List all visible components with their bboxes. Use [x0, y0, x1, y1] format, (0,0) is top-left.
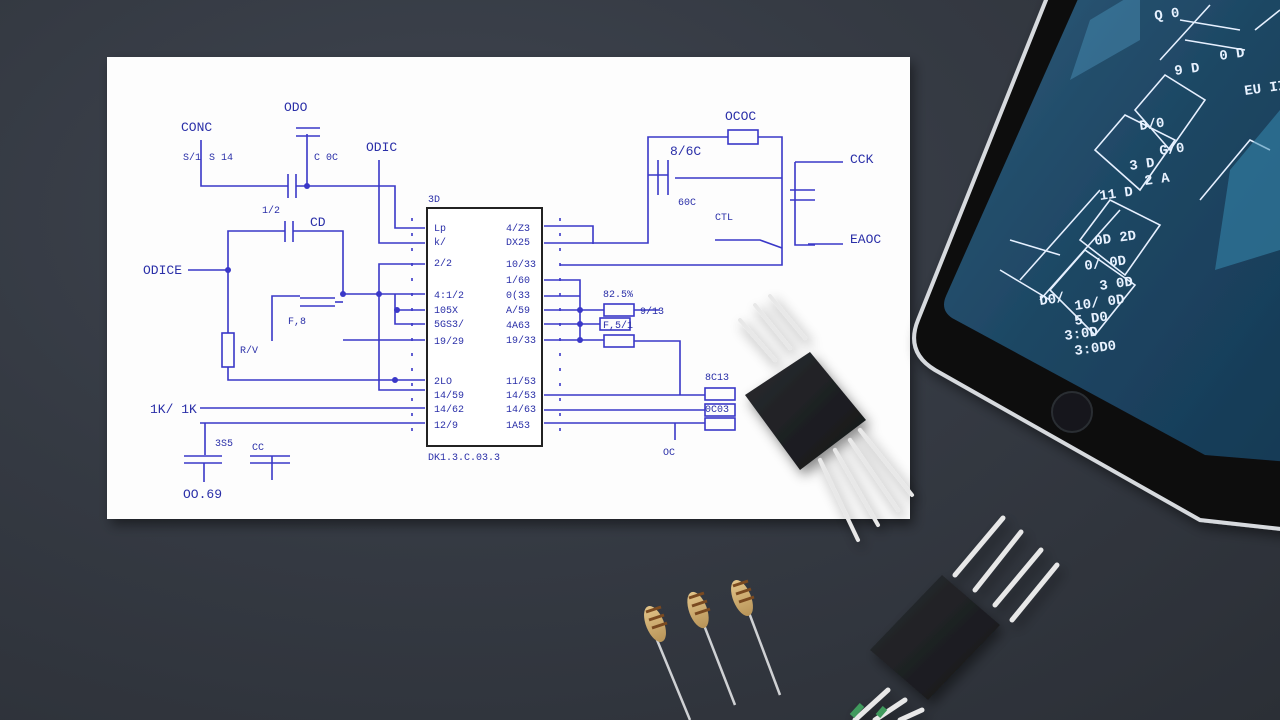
ic-pin-left-label: 105X	[434, 306, 458, 317]
label-rk: 1K/ 1K	[150, 402, 197, 417]
schematic-junctions	[225, 183, 583, 383]
ic-pin-left-label: 12/9	[434, 420, 458, 432]
tablet-home-button[interactable]	[1051, 391, 1093, 433]
tablet-schematic-label: 3 0D	[1098, 274, 1134, 295]
ic-pin-left-label: 4:1/2	[434, 290, 464, 302]
ic-pin-right-label: 14/63	[506, 404, 536, 416]
tablet-schematic-label: 11 D	[1098, 184, 1134, 205]
tablet-schematic-label: D0/	[1038, 291, 1065, 310]
tablet-side-panel	[1070, 0, 1280, 270]
tablet-schematic-label: 0D 2D	[1093, 228, 1137, 250]
label-conc: CONC	[181, 120, 212, 135]
tablet-labels: Q 0 9 D EU II D/0G/0 2 A 11 D 3 D 0D 2D 0/ 0D3 0…	[1038, 6, 1280, 360]
resistor-2	[687, 591, 737, 706]
label-cd: CD	[310, 215, 326, 230]
label-ock: 60C	[678, 198, 696, 209]
ic-pin-left-label: 5GS3/	[434, 319, 464, 331]
label-b60: 8/6C	[670, 144, 701, 159]
tablet-schematic-label: 3 D	[1128, 156, 1155, 175]
tablet-schematic-label: 3:0D0	[1073, 338, 1117, 360]
ic-label: 3D	[428, 195, 440, 206]
tablet-schematic-label: D/0	[1138, 116, 1165, 135]
transistor-chip-1	[738, 294, 914, 542]
ic-pins-left: Lp k/2/2 4:1/2 105X 5GS3/19/29 2LO 14/59 14/62 1…	[434, 224, 464, 432]
label-ocdc: OCOC	[725, 109, 756, 124]
ic-chip-outline	[426, 207, 543, 447]
label-ss: 3S5	[215, 439, 233, 450]
resistor-3	[731, 579, 782, 696]
resistor-1	[644, 605, 692, 720]
ic-pin-right-label: 4A63	[506, 321, 530, 332]
ic-pin-right-label: 11/53	[506, 376, 536, 388]
ic-pin-left-label: 2LO	[434, 377, 452, 388]
ic-pin-left-label: 2/2	[434, 258, 452, 270]
tablet-schematic-label: 0/ 0D	[1083, 253, 1127, 275]
ic-part-number: DK1.3.C.03.3	[428, 453, 500, 464]
ic-pin-left-label: Lp	[434, 224, 446, 235]
ic-pin-right-label: 19/33	[506, 335, 536, 347]
ic-pin-right-label: 14/53	[506, 390, 536, 402]
label-s14: S 14	[209, 153, 233, 164]
ic-pin-left-label: 14/62	[434, 404, 464, 416]
transistor-chip-2	[849, 515, 1060, 720]
label-b2: 0C03	[705, 405, 729, 416]
tablet-schematic-label: G/0	[1158, 141, 1185, 160]
tablet-schematic-label: Q 0	[1153, 6, 1180, 25]
label-r1: 1/2	[262, 205, 280, 217]
ic-pin-right-label: 10/33	[506, 259, 536, 271]
schematic-wires	[184, 127, 843, 482]
label-odic: ODIC	[366, 140, 397, 155]
ic-pin-right-label: DX25	[506, 238, 530, 249]
label-c1: F,8	[288, 317, 306, 328]
tablet-schematic-label: 0 D	[1218, 46, 1245, 65]
ic-pin-left-label: k/	[434, 237, 446, 249]
label-oc: OC	[663, 448, 675, 459]
label-ctl: CTL	[715, 213, 733, 224]
label-r7: F,5/1	[603, 320, 633, 332]
label-od69: OO.69	[183, 487, 222, 502]
label-c-top: C 0C	[314, 153, 338, 164]
tablet-schematic-label: 2 A	[1143, 171, 1171, 190]
label-odo: ODO	[284, 100, 308, 115]
tablet-schematic-label: 5 D0	[1073, 309, 1109, 330]
label-cck: CCK	[850, 152, 874, 167]
ic-pin-right-label: A/59	[506, 305, 530, 317]
tablet-schematic-label: 10/ 0D	[1073, 292, 1125, 315]
ic-pin-right-label: 1/60	[506, 275, 530, 287]
tablet-schematic-label: EU II	[1243, 78, 1280, 100]
label-r13: 9/13	[640, 306, 664, 318]
label-b1: 8C13	[705, 373, 729, 384]
label-r25: 82.5%	[603, 290, 633, 301]
label-rv: R/V	[240, 345, 258, 357]
tablet-screen	[944, 0, 1280, 462]
label-eaoc: EAOC	[850, 232, 881, 247]
label-odice: ODICE	[143, 263, 182, 278]
label-s1: S/1	[183, 152, 201, 164]
schematic-paper: 3D DK1.3.C.03.3 Lp k/2/2 4:1/2 105X 5GS3/19/…	[107, 57, 910, 519]
tablet-schematic-label: 9 D	[1173, 61, 1200, 80]
ic-pin-right-label: 1A53	[506, 421, 530, 432]
ic-pin-right-label: 0(33	[506, 290, 530, 302]
label-cc: CC	[252, 443, 264, 454]
tablet: Q 0 9 D EU II D/0G/0 2 A 11 D 3 D 0D 2D 0/ 0D3 0…	[912, 0, 1280, 531]
tablet-schematic-label: 3:0D	[1063, 324, 1099, 345]
ic-pin-right-label: 4/Z3	[506, 223, 530, 235]
ic-pin-left-label: 14/59	[434, 390, 464, 402]
ic-pin-left-label: 19/29	[434, 336, 464, 348]
